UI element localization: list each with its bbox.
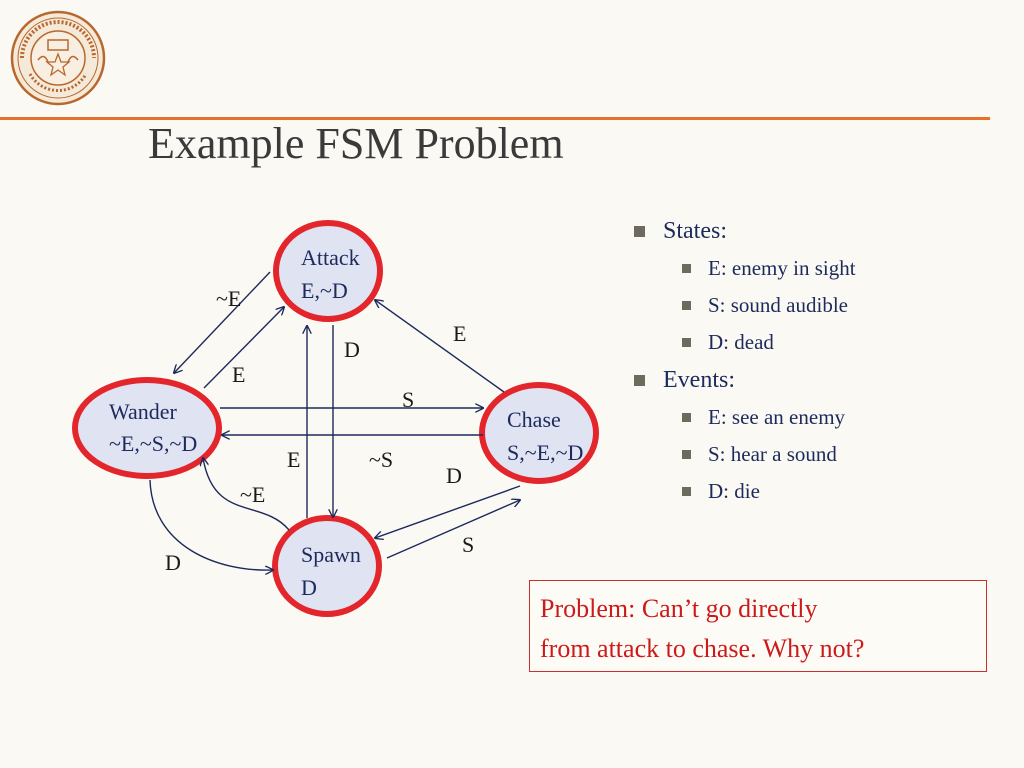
square-bullet-icon xyxy=(682,413,691,422)
square-bullet-icon xyxy=(682,264,691,273)
bullet-event-item: D: die xyxy=(634,473,1014,510)
slide-title: Example FSM Problem xyxy=(148,119,564,168)
bullet-state-text: S: sound audible xyxy=(708,293,848,317)
square-bullet-icon xyxy=(634,374,645,386)
bullet-event-item: E: see an enemy xyxy=(634,399,1014,436)
edge-label-chase-to-wander: ~S xyxy=(369,447,393,472)
edge-label-wander-to-spawn: D xyxy=(165,550,181,575)
edge-label-attack-to-wander: ~E xyxy=(216,286,241,311)
state-attack xyxy=(273,220,383,322)
edge-spawn-to-chase xyxy=(386,500,520,559)
edge-label-chase-to-spawn: D xyxy=(446,463,462,488)
edge-label-spawn-to-wander: ~E xyxy=(240,482,265,507)
bullet-event-text: D: die xyxy=(708,479,760,503)
bullet-event-text: E: see an enemy xyxy=(708,405,846,429)
square-bullet-icon xyxy=(682,487,691,496)
bullet-list: States: E: enemy in sight S: sound audib… xyxy=(634,212,1014,510)
bullet-state-item: E: enemy in sight xyxy=(634,250,1014,287)
problem-line-1: Problem: Can’t go directly xyxy=(540,594,818,623)
edge-label-spawn-to-attack: E xyxy=(287,447,300,472)
bullet-states: States: xyxy=(634,212,1014,250)
edge-label-wander-to-attack: E xyxy=(232,362,245,387)
edge-chase-to-spawn xyxy=(375,485,521,538)
edge-chase-to-attack xyxy=(375,300,505,393)
bullet-state-text: E: enemy in sight xyxy=(708,256,856,280)
state-wander-name: Wander xyxy=(109,399,178,424)
bullet-heading-events: Events: xyxy=(663,366,735,393)
square-bullet-icon xyxy=(682,338,691,347)
state-spawn xyxy=(272,515,382,617)
state-chase xyxy=(479,382,599,484)
state-spawn-name: Spawn xyxy=(301,542,361,567)
university-seal-logo xyxy=(10,10,106,106)
problem-callout: Problem: Can’t go directly from attack t… xyxy=(529,580,987,672)
state-attack-name: Attack xyxy=(301,245,360,270)
state-wander xyxy=(72,377,222,479)
bullet-events: Events: xyxy=(634,361,1014,399)
bullet-event-item: S: hear a sound xyxy=(634,436,1014,473)
state-chase-conditions: S,~E,~D xyxy=(507,440,583,465)
square-bullet-icon xyxy=(682,450,691,459)
state-chase-name: Chase xyxy=(507,407,561,432)
header-rule xyxy=(0,117,990,120)
edge-wander-to-attack xyxy=(203,307,284,389)
edge-label-chase-to-attack: E xyxy=(453,321,466,346)
problem-line-2: from attack to chase. Why not? xyxy=(540,634,865,663)
bullet-event-text: S: hear a sound xyxy=(708,442,837,466)
edge-label-wander-to-chase: S xyxy=(402,387,414,412)
state-spawn-conditions: D xyxy=(301,575,317,600)
edge-spawn-to-wander xyxy=(203,458,290,531)
bullet-heading-states: States: xyxy=(663,217,727,244)
edge-attack-to-wander xyxy=(174,271,271,373)
square-bullet-icon xyxy=(634,225,645,237)
bullet-state-text: D: dead xyxy=(708,330,774,354)
edge-label-spawn-to-chase: S xyxy=(462,532,474,557)
square-bullet-icon xyxy=(682,301,691,310)
edge-wander-to-spawn xyxy=(149,479,273,570)
bullet-state-item: D: dead xyxy=(634,324,1014,361)
bullet-state-item: S: sound audible xyxy=(634,287,1014,324)
state-wander-conditions: ~E,~S,~D xyxy=(109,431,197,456)
state-attack-conditions: E,~D xyxy=(301,278,348,303)
edge-label-attack-to-spawn: D xyxy=(344,337,360,362)
